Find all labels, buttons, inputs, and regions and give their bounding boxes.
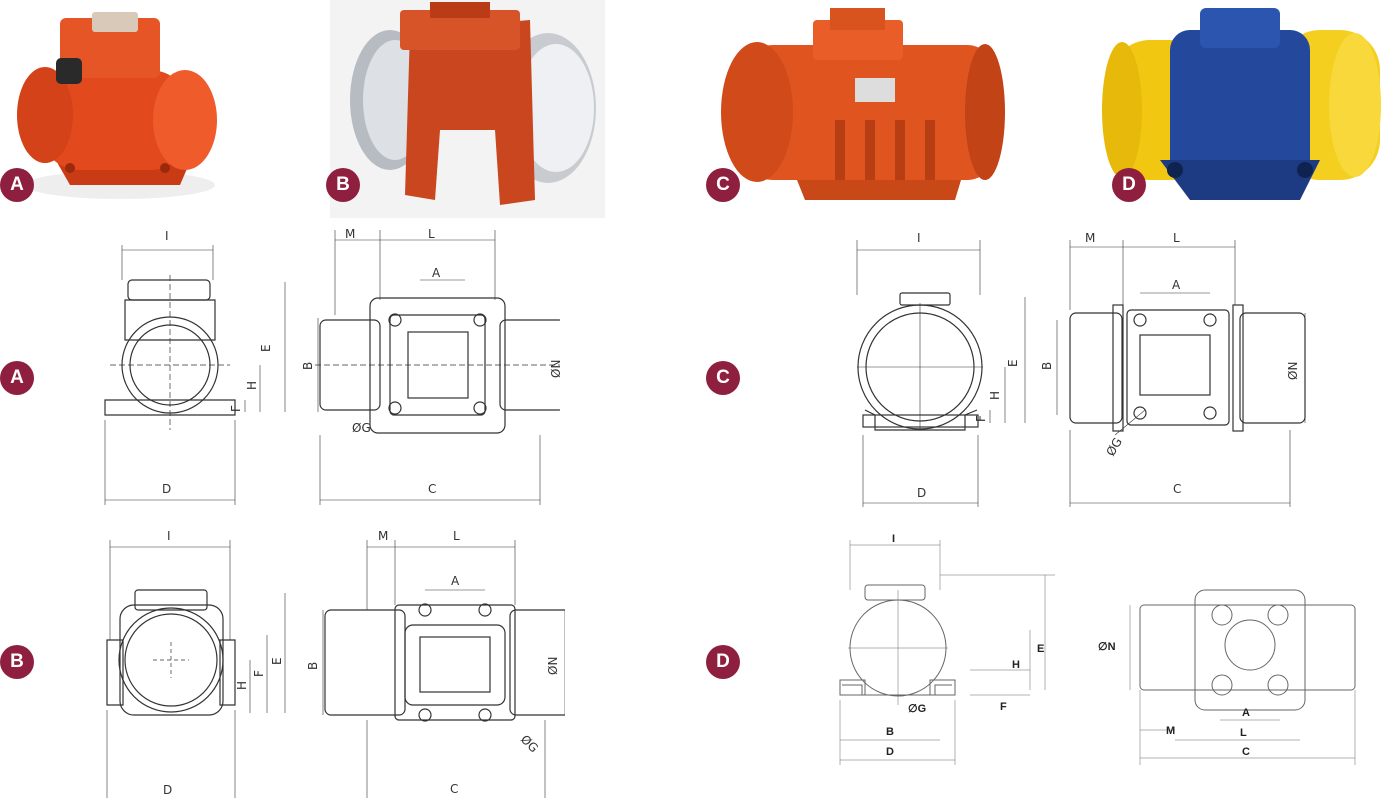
badge-photo-d: D bbox=[1112, 168, 1146, 202]
photo-model-d bbox=[1100, 0, 1381, 205]
photo-model-b bbox=[330, 0, 605, 218]
dim-a-b: B bbox=[301, 362, 315, 370]
dim-d-a: A bbox=[1242, 707, 1250, 719]
dim-b-c: C bbox=[450, 782, 458, 796]
dim-a-e: E bbox=[259, 344, 273, 352]
badge-drawing-c: C bbox=[706, 361, 740, 395]
dim-c-g: ØG bbox=[1103, 435, 1124, 458]
dim-b-n: ØN bbox=[546, 657, 560, 675]
dim-a-i: I bbox=[165, 229, 169, 243]
dim-c-l: L bbox=[1173, 231, 1180, 245]
dim-c-c: C bbox=[1173, 482, 1181, 496]
dim-a-f: F bbox=[229, 405, 243, 412]
badge-photo-b: B bbox=[326, 168, 360, 202]
badge-drawing-b: B bbox=[0, 645, 34, 679]
dim-a-d: D bbox=[162, 482, 171, 496]
dim-c-b: B bbox=[1040, 362, 1054, 370]
dim-d-l: L bbox=[1240, 727, 1247, 739]
drawing-a: I D E H F M L A B ØN ØG C bbox=[104, 227, 560, 505]
dim-b-g: ØG bbox=[518, 732, 541, 755]
dim-b-h: H bbox=[235, 681, 249, 690]
drawing-c: I D E H F M L A B ØN ØG C bbox=[856, 231, 1306, 507]
dim-b-l: L bbox=[453, 529, 460, 543]
dim-d-g: ∅G bbox=[908, 703, 926, 715]
dim-b-a: A bbox=[451, 574, 460, 588]
badge-photo-c: C bbox=[706, 168, 740, 202]
dim-a-g: ØG bbox=[352, 421, 371, 435]
dim-d-i: I bbox=[892, 533, 895, 545]
badge-drawing-a: A bbox=[0, 361, 34, 395]
dim-d-c: C bbox=[1242, 746, 1250, 758]
dim-b-f: F bbox=[252, 670, 266, 677]
photo-model-c bbox=[685, 0, 1015, 215]
photo-model-a bbox=[0, 0, 230, 210]
dim-d-m: M bbox=[1166, 725, 1175, 737]
dim-b-b: B bbox=[306, 662, 320, 670]
dim-c-i: I bbox=[917, 231, 921, 245]
dim-a-a: A bbox=[432, 266, 441, 280]
dim-d-h: H bbox=[1012, 659, 1020, 671]
dim-c-f: F bbox=[974, 415, 988, 422]
dim-a-h: H bbox=[245, 381, 259, 390]
dim-d-b: B bbox=[886, 726, 894, 738]
dim-c-h: H bbox=[988, 391, 1002, 400]
dim-a-n: ØN bbox=[549, 360, 560, 378]
dim-c-d: D bbox=[917, 486, 926, 500]
dim-b-d: D bbox=[163, 783, 172, 797]
drawing-b: I D E F H M L A B ØN ØG C bbox=[106, 529, 565, 798]
badge-photo-a: A bbox=[0, 168, 34, 202]
dim-d-f: F bbox=[1000, 701, 1007, 713]
dim-c-m: M bbox=[1085, 231, 1095, 245]
dim-b-i: I bbox=[167, 529, 171, 543]
dim-d-n: ∅N bbox=[1098, 641, 1116, 653]
dim-c-e: E bbox=[1006, 359, 1020, 367]
badge-drawing-d: D bbox=[706, 645, 740, 679]
dim-a-l: L bbox=[428, 227, 435, 241]
dim-c-n: ØN bbox=[1286, 362, 1300, 380]
dim-d-d: D bbox=[886, 746, 894, 758]
dim-d-e: E bbox=[1037, 643, 1044, 655]
dim-b-m: M bbox=[378, 529, 388, 543]
drawing-d: I B D ∅G E H F ∅N A M L C bbox=[839, 533, 1356, 765]
dim-c-a: A bbox=[1172, 278, 1181, 292]
dim-b-e: E bbox=[270, 657, 284, 665]
dim-a-c: C bbox=[428, 482, 436, 496]
dim-a-m: M bbox=[345, 227, 355, 241]
